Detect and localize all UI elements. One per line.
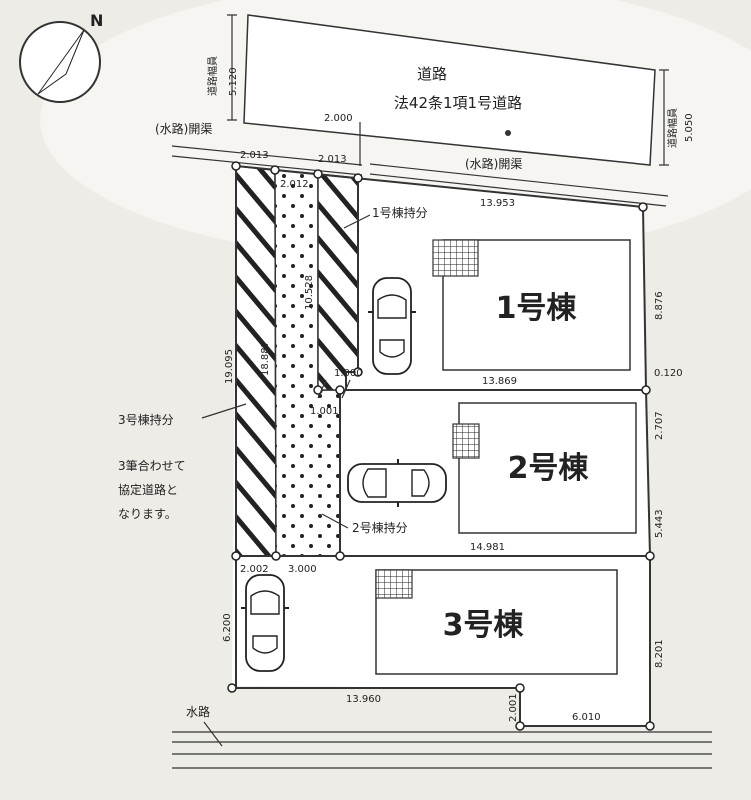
building-2: 2号棟 bbox=[452, 402, 637, 534]
road-width-right: 5.050 bbox=[684, 113, 695, 142]
dim-lot1-right: 8.876 bbox=[654, 291, 665, 320]
dim-strip-right-top: 2.013 bbox=[318, 154, 347, 165]
dim-strip-left-top: 2.013 bbox=[240, 150, 269, 161]
dim-lot3-right: 8.201 bbox=[654, 639, 665, 668]
dim-lot1-top: 13.953 bbox=[480, 198, 515, 209]
lot1-share-strip bbox=[317, 173, 359, 391]
building-1-label: 1号棟 bbox=[496, 291, 578, 326]
dim-top-gap: 2.000 bbox=[324, 113, 353, 124]
stairs-icon bbox=[452, 423, 480, 459]
dim-strip-right-length: 10.528 bbox=[304, 275, 315, 310]
stairs-icon bbox=[375, 569, 413, 599]
upper-channel: (水路)開渠 (水路)開渠 bbox=[155, 121, 669, 207]
road-subtitle: 法42条1項1号道路 bbox=[394, 94, 522, 112]
road: 道路 法42条1項1号道路 道路幅員 5.120 道路幅員 5.050 bbox=[206, 14, 695, 166]
road-title: 道路 bbox=[417, 65, 447, 83]
building-3-label: 3号棟 bbox=[443, 608, 525, 643]
north-compass: N bbox=[19, 11, 103, 103]
dim-lot1-bottom: 13.869 bbox=[482, 376, 517, 387]
dim-strip-center-length: 18.887 bbox=[260, 341, 271, 376]
channel-label-bottom: 水路 bbox=[186, 704, 210, 719]
road-width-label-left: 道路幅員 bbox=[206, 56, 219, 96]
dim-jog-top: 1.000 bbox=[334, 368, 363, 379]
dim-notch-bottom: 6.010 bbox=[572, 712, 601, 723]
building-1: 1号棟 bbox=[432, 239, 631, 371]
lot3-share-label: 3号棟持分 bbox=[118, 412, 174, 427]
dim-lot3-bottom: 13.960 bbox=[346, 694, 381, 705]
note-line: なります。 bbox=[118, 507, 177, 521]
dim-lot2-right-lower: 5.443 bbox=[654, 509, 665, 538]
road-width-left: 5.120 bbox=[228, 67, 239, 96]
leader-lines bbox=[201, 214, 371, 529]
lot2-share-label: 2号棟持分 bbox=[352, 520, 408, 535]
note-line: 協定道路と bbox=[118, 482, 178, 497]
north-label: N bbox=[90, 11, 103, 30]
building-2-label: 2号棟 bbox=[508, 451, 590, 486]
dim-notch-vertical: 2.001 bbox=[508, 693, 519, 722]
dim-strip-center-top: 2.012 bbox=[280, 179, 309, 190]
dim-lot3-left-top: 2.002 bbox=[240, 564, 269, 575]
car-icon bbox=[241, 574, 289, 672]
dim-jog-bottom: 1.001 bbox=[310, 406, 339, 417]
road-width-label-right: 道路幅員 bbox=[666, 108, 679, 148]
road-marker bbox=[505, 130, 511, 136]
channel-label-top-right: (水路)開渠 bbox=[465, 156, 522, 171]
lot1-share-label: 1号棟持分 bbox=[372, 205, 428, 220]
bottom-channel: 水路 bbox=[172, 704, 712, 769]
building-3: 3号棟 bbox=[375, 569, 618, 675]
note-line: 3筆合わせて bbox=[118, 458, 186, 473]
dim-lot2-bottom: 14.981 bbox=[470, 542, 505, 553]
channel-label-top-left: (水路)開渠 bbox=[155, 121, 212, 136]
car-icon bbox=[347, 459, 447, 507]
boundary-points bbox=[227, 161, 655, 731]
agreement-note: 3筆合わせて 協定道路と なります。 bbox=[118, 458, 186, 521]
dim-lot2-right-upper: 2.707 bbox=[654, 411, 665, 440]
stairs-icon bbox=[432, 239, 479, 277]
dimension-labels: 2.000 2.013 2.013 2.012 13.953 8.876 13.… bbox=[222, 113, 683, 723]
dim-strip-left-length: 19.095 bbox=[224, 349, 235, 384]
dim-lot3-mid-top: 3.000 bbox=[288, 564, 317, 575]
dim-lot1-step: 0.120 bbox=[654, 368, 683, 379]
dim-lot3-left: 6.200 bbox=[222, 613, 233, 642]
car-icon bbox=[368, 277, 416, 375]
